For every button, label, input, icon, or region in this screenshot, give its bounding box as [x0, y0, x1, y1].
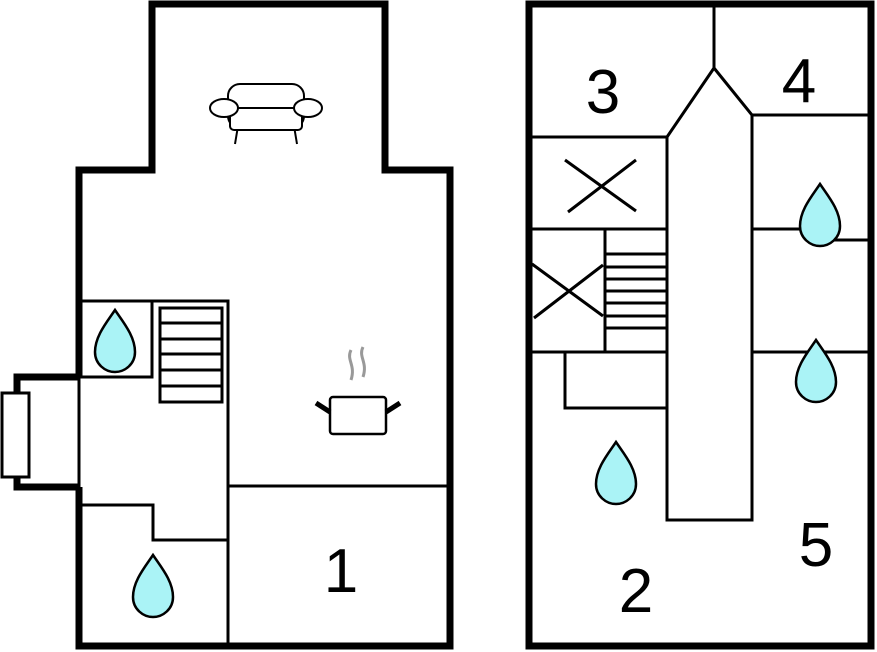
- water-drop-icon: [131, 553, 175, 619]
- room-label-4: 4: [782, 47, 816, 116]
- water-drop-icon: [798, 182, 842, 248]
- room-label-3: 3: [586, 58, 620, 127]
- stairs-icon: [605, 252, 667, 330]
- stairs-icon: [158, 306, 224, 404]
- interior-walls: [79, 299, 450, 646]
- water-drop-icon: [93, 308, 137, 374]
- water-drop-icon: [594, 440, 638, 506]
- upper-floor-plan: 3 4 5 2: [525, 0, 875, 650]
- upper-floor-outer-wall: [525, 0, 875, 650]
- cooking-pot-icon: [314, 346, 402, 436]
- void-x-icon: [564, 158, 637, 214]
- interior-walls: [529, 4, 871, 522]
- ground-floor-plan: 1: [0, 0, 454, 650]
- water-drop-icon: [794, 338, 838, 404]
- room-label-5: 5: [799, 511, 833, 580]
- room-label-2: 2: [619, 557, 653, 626]
- entrance-door: [0, 391, 31, 479]
- entrance-porch-wall: [13, 373, 79, 491]
- ground-floor-outer-wall: [75, 0, 454, 650]
- void-x-icon: [531, 262, 604, 320]
- room-label-1: 1: [324, 537, 358, 606]
- sofa-icon: [209, 83, 323, 145]
